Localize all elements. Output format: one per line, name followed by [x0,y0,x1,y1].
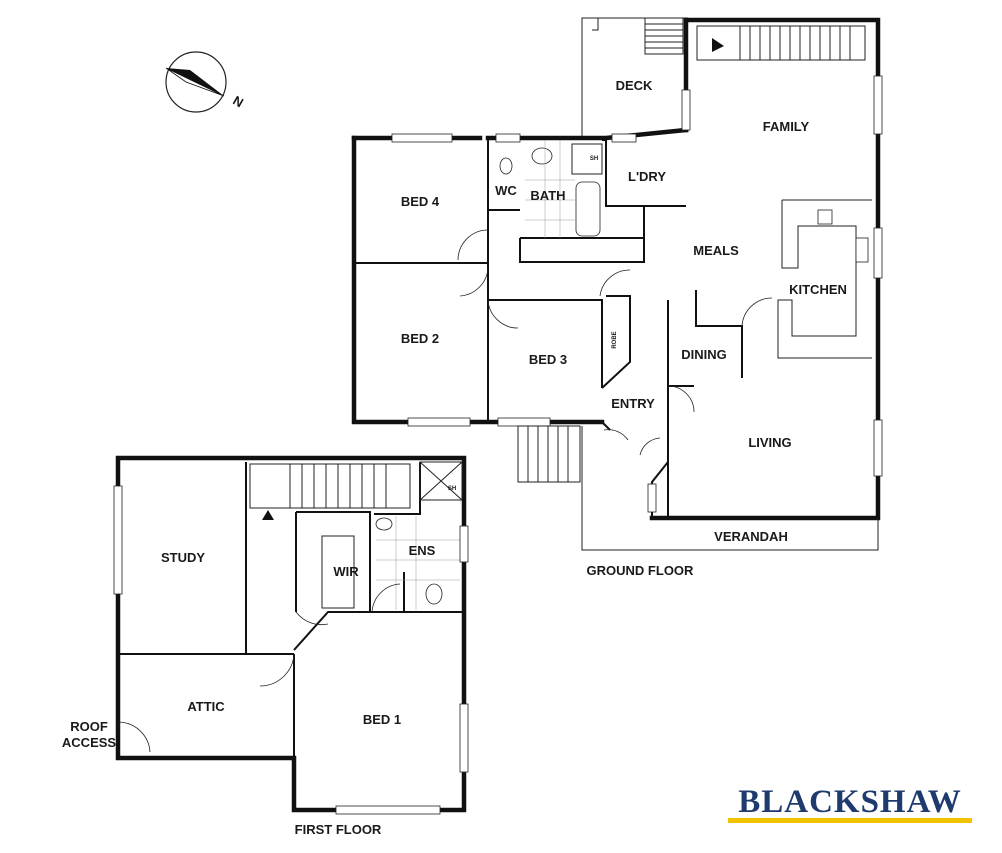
first-floor: STUDY WIR ENS SH ATTIC ROOF ACCESS BED 1… [62,455,469,837]
family-label: FAMILY [763,119,810,134]
family-stairs [696,25,866,61]
attic-label: ATTIC [187,699,225,714]
bed4-label: BED 4 [401,194,440,209]
roof-access-label-line2: ACCESS [62,735,117,750]
first-floor-label: FIRST FLOOR [295,822,382,837]
wir-label: WIR [333,564,359,579]
deck-label: DECK [616,78,653,93]
robe-label: ROBE [612,331,618,348]
bathroom-fixtures [499,140,603,238]
first-floor-stairs [249,463,411,520]
brand-logo: BLACKSHAW [728,784,972,823]
north-arrow-icon: N [165,51,246,113]
brand-underline [728,818,972,823]
ens-label: ENS [409,543,436,558]
roof-access-label-line1: ROOF [70,719,108,734]
study-label: STUDY [161,550,205,565]
bed1-label: BED 1 [363,712,401,727]
brand-name: BLACKSHAW [738,784,962,820]
ensuite-fixtures [375,461,463,610]
compass-label: N [230,93,246,111]
living-label: LIVING [748,435,791,450]
ground-floor-label: GROUND FLOOR [587,563,694,578]
entry-stairs [517,425,581,483]
meals-label: MEALS [693,243,739,258]
laundry-label: L'DRY [628,169,666,184]
shower-first-label: SH [448,486,456,492]
kitchen-bench [777,199,872,359]
kitchen-label: KITCHEN [789,282,847,297]
ground-floor: DECK FAMILY BED 4 WC BATH SH L'DRY MEALS… [351,17,883,578]
entry-label: ENTRY [611,396,655,411]
bed3-label: BED 3 [529,352,567,367]
bed2-label: BED 2 [401,331,439,346]
verandah-label: VERANDAH [714,529,788,544]
shower-ground-label: SH [590,156,598,162]
dining-label: DINING [681,347,727,362]
deck-stairs [644,17,684,55]
bath-label: BATH [530,188,565,203]
wc-label: WC [495,183,517,198]
